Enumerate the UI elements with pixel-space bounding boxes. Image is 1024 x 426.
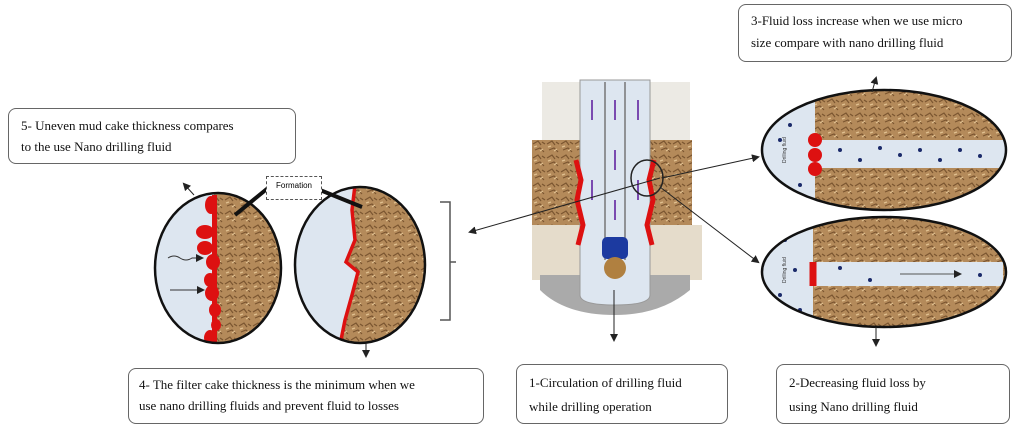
callout-step1: 1-Circulation of drilling fluid while dr… xyxy=(516,364,728,424)
wellbore-illustration xyxy=(532,79,702,315)
oval-label: Drilling fluid xyxy=(782,257,788,283)
callout-text: 1-Circulation of drilling fluid xyxy=(529,375,682,390)
callout-text: using Nano drilling fluid xyxy=(789,399,918,414)
callout-text: 5- Uneven mud cake thickness compares xyxy=(21,118,234,133)
callout-step3: 3-Fluid loss increase when we use micro … xyxy=(738,4,1012,62)
formation-label: Formation xyxy=(266,176,322,200)
callout-text: 2-Decreasing fluid loss by xyxy=(789,375,926,390)
thin-cake-circle xyxy=(295,187,425,343)
callout-text: 3-Fluid loss increase when we use micro xyxy=(751,13,963,28)
callout-step4: 4- The filter cake thickness is the mini… xyxy=(128,368,484,424)
oval-label: Drilling fluid xyxy=(782,137,788,163)
callout-text: to the use Nano drilling fluid xyxy=(21,139,172,154)
callout-text: use nano drilling fluids and prevent flu… xyxy=(139,398,399,413)
callout-step2: 2-Decreasing fluid loss by using Nano dr… xyxy=(776,364,1010,424)
callout-text: while drilling operation xyxy=(529,399,652,414)
callout-step5: 5- Uneven mud cake thickness compares to… xyxy=(8,108,296,164)
callout-text: size compare with nano drilling fluid xyxy=(751,35,944,50)
uneven-cake-circle xyxy=(155,193,281,343)
callout-text: 4- The filter cake thickness is the mini… xyxy=(139,377,415,392)
